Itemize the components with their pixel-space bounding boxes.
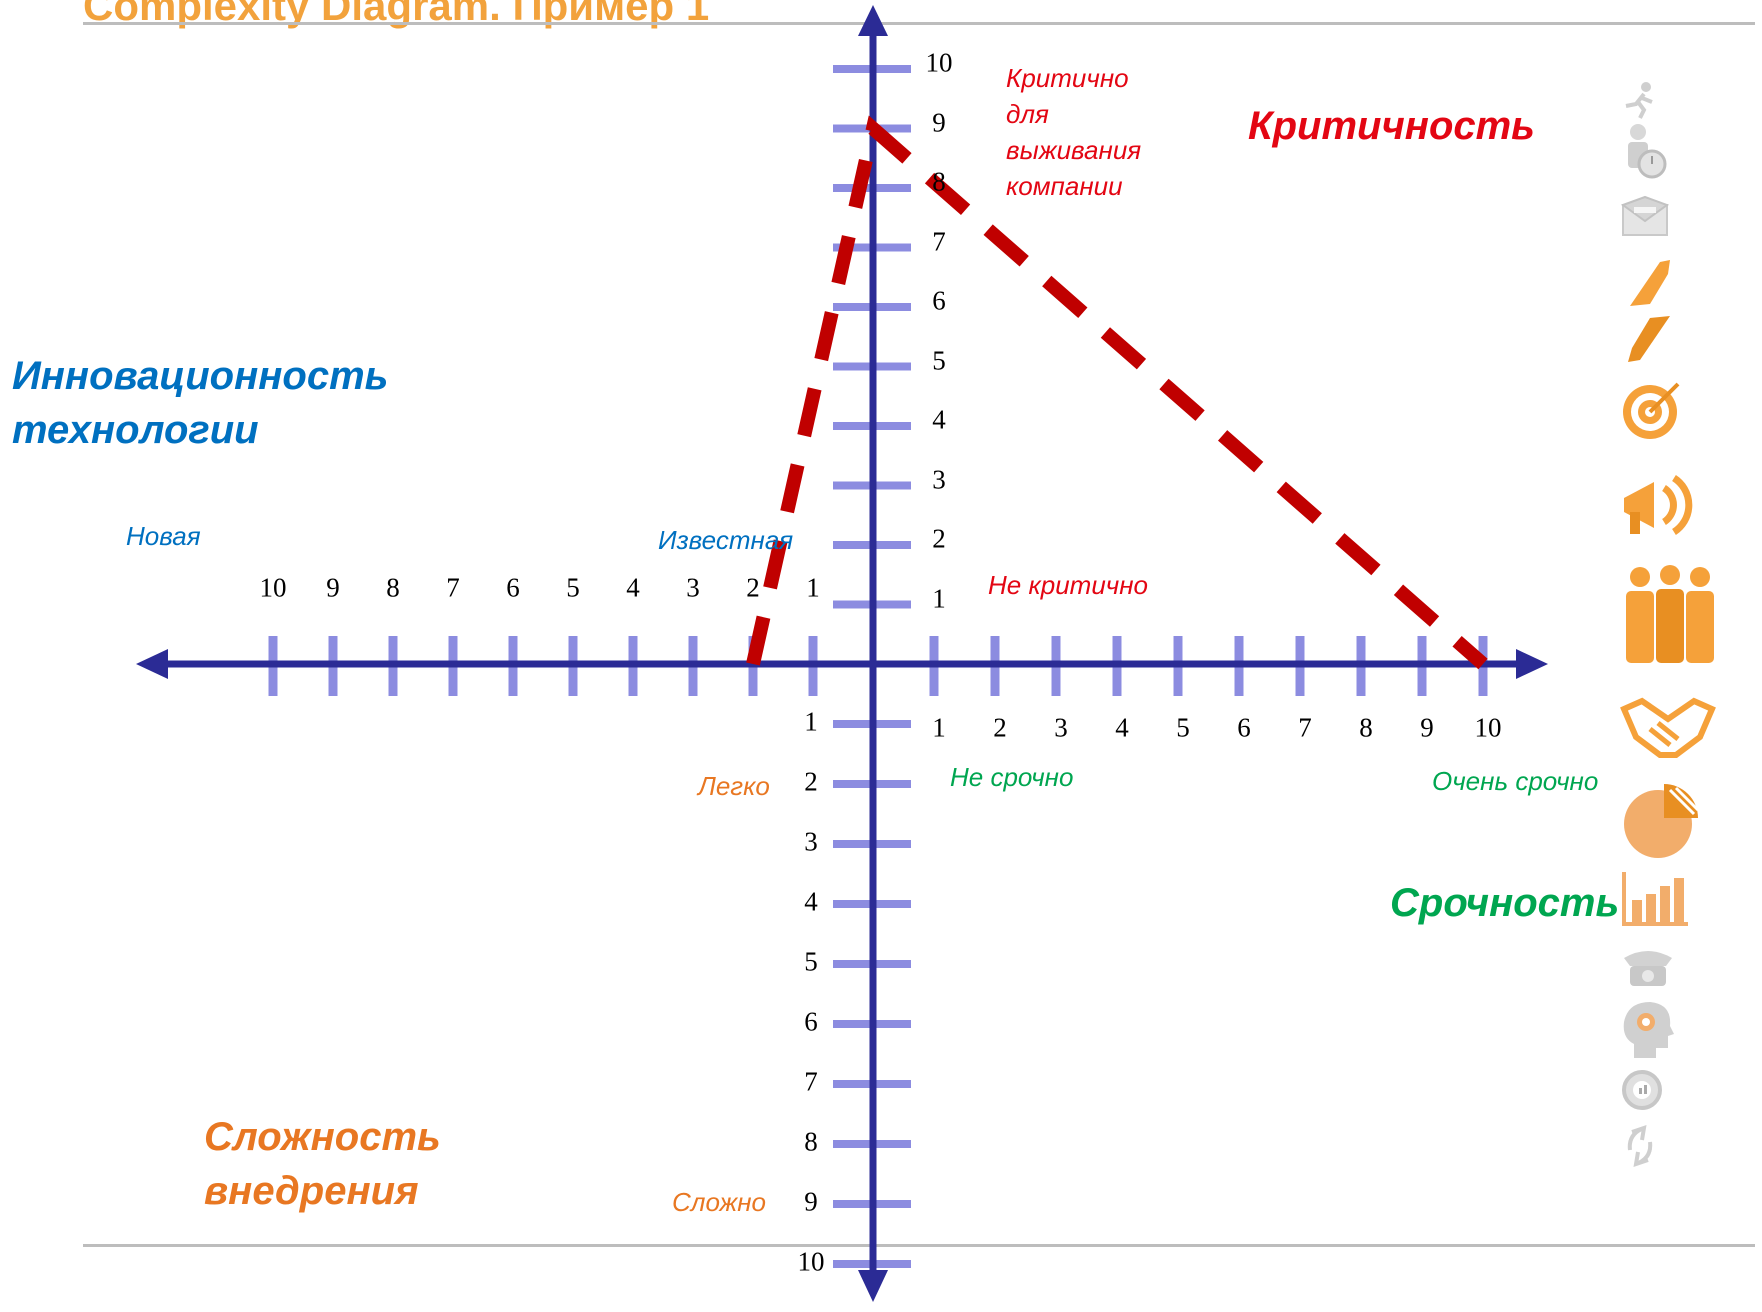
complexity-high-label: Сложно xyxy=(672,1187,766,1217)
criticality-tick-label: 2 xyxy=(932,523,946,554)
innovation-tick-label: 2 xyxy=(746,572,760,603)
criticality-tick-label: 4 xyxy=(932,404,946,435)
head-gears-icon xyxy=(1623,1002,1674,1058)
right-arrowhead xyxy=(1516,649,1548,679)
complexity-tick-label: 1 xyxy=(804,706,818,737)
criticality-tick-label: 3 xyxy=(932,464,946,494)
top-arrowhead xyxy=(858,5,888,36)
top-divider xyxy=(83,22,1755,25)
urgency-tick-label: 4 xyxy=(1115,712,1129,743)
innovation-tick-label: 7 xyxy=(446,572,460,603)
innovation-tick-label: 3 xyxy=(686,572,700,603)
urgency-tick-label: 1 xyxy=(932,712,946,743)
criticality-tick-label: 5 xyxy=(932,345,946,375)
innovation-axis-title: Инновационность технологии xyxy=(12,354,389,452)
innovation-tick-label: 8 xyxy=(386,572,400,603)
urgency-tick-label: 10 xyxy=(1474,712,1502,743)
left-arrowhead xyxy=(136,649,168,679)
envelope-icon xyxy=(1620,195,1670,236)
innovation-low-label: Известная xyxy=(658,525,794,555)
target-icon xyxy=(1623,382,1680,439)
criticality-axis-title: Критичность xyxy=(1248,104,1535,148)
complexity-axis-title: Сложность внедрения xyxy=(204,1115,441,1213)
urgency-high-label: Очень срочно xyxy=(1432,766,1599,796)
bar-chart-icon xyxy=(1622,872,1688,926)
bottom-divider xyxy=(83,1244,1755,1247)
complexity-tick-label: 7 xyxy=(804,1066,818,1097)
complexity-tick-label: 6 xyxy=(804,1006,818,1037)
runner-icon xyxy=(1625,82,1653,119)
bottom-arrowhead xyxy=(858,1270,888,1302)
sidebar-icons xyxy=(1620,60,1760,1240)
complexity-tick-label: 5 xyxy=(804,946,818,977)
pie-chart-icon xyxy=(1624,784,1700,858)
complexity-tick-label: 2 xyxy=(804,766,818,797)
urgency-axis-title: Срочность xyxy=(1390,881,1620,925)
megaphone-icon xyxy=(1624,475,1693,535)
telephone-icon xyxy=(1624,951,1672,986)
complexity-low-label: Легко xyxy=(698,771,770,801)
handshake-icon xyxy=(1620,697,1716,758)
recycle-icon xyxy=(1627,1125,1653,1167)
urgency-tick-label: 8 xyxy=(1359,712,1373,743)
complexity-tick-label: 9 xyxy=(804,1186,818,1217)
criticality-tick-label: 1 xyxy=(932,583,946,613)
complexity-tick-label: 4 xyxy=(804,886,818,917)
complexity-tick-label: 10 xyxy=(797,1246,825,1277)
profile-dashed-line xyxy=(746,115,1488,670)
innovation-tick-label: 6 xyxy=(506,572,520,603)
gauge-icon xyxy=(1622,1070,1662,1110)
criticality-tick-label: 9 xyxy=(932,107,946,137)
stopwatch-businessman-icon xyxy=(1628,124,1667,179)
urgency-low-label: Не срочно xyxy=(950,762,1074,792)
criticality-tick-label: 10 xyxy=(925,47,953,78)
urgency-tick-label: 9 xyxy=(1420,712,1434,743)
criticality-low-label: Не критично xyxy=(988,570,1148,600)
criticality-high-label: Критично для выживания компании xyxy=(1006,63,1142,201)
urgency-tick-label: 3 xyxy=(1054,712,1068,743)
urgency-tick-label: 6 xyxy=(1237,712,1251,743)
criticality-tick-label: 7 xyxy=(932,226,946,256)
urgency-tick-label: 7 xyxy=(1298,712,1312,743)
criticality-tick-label: 8 xyxy=(932,166,946,197)
innovation-tick-label: 1 xyxy=(806,572,820,603)
innovation-high-label: Новая xyxy=(126,521,201,551)
urgency-tick-label: 2 xyxy=(993,712,1007,743)
criticality-tick-label: 6 xyxy=(932,285,946,316)
innovation-tick-label: 4 xyxy=(626,572,640,603)
team-icon xyxy=(1626,565,1714,663)
innovation-tick-label: 5 xyxy=(566,572,580,603)
innovation-tick-label: 10 xyxy=(259,572,287,603)
complexity-tick-label: 3 xyxy=(804,826,818,857)
arrows-icon xyxy=(1628,260,1670,362)
urgency-tick-label: 5 xyxy=(1176,712,1190,743)
complexity-tick-label: 8 xyxy=(804,1126,818,1157)
innovation-tick-label: 9 xyxy=(326,572,340,603)
